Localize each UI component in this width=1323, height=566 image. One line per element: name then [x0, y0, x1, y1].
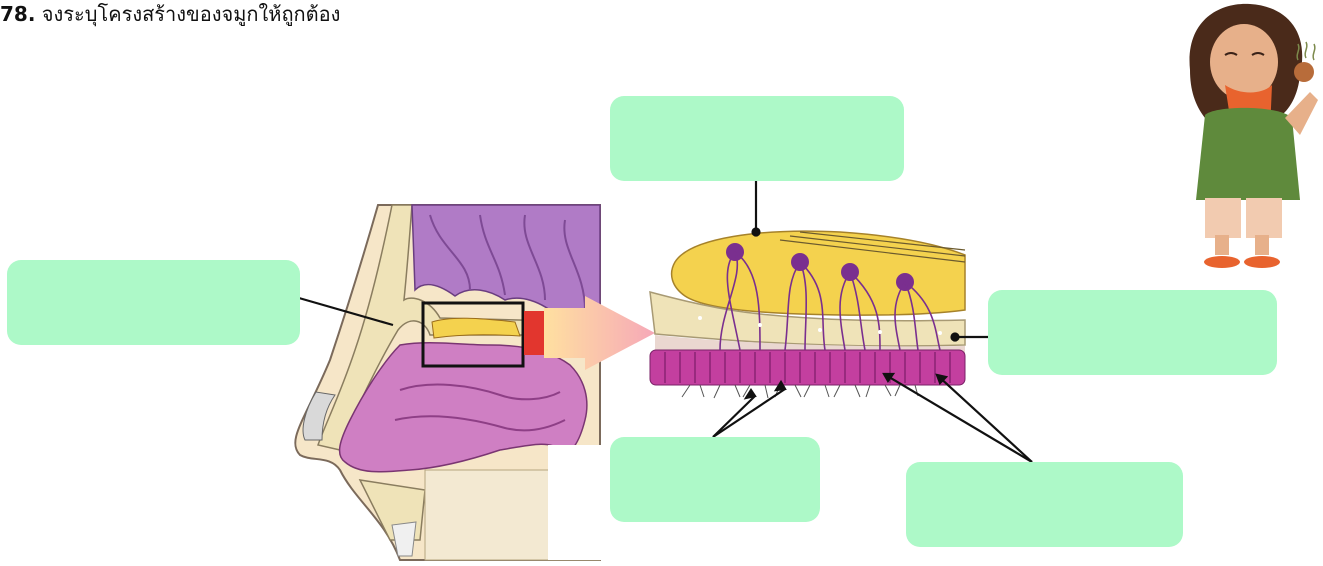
epithelium-layer — [650, 350, 965, 385]
head-cross-section — [295, 205, 603, 560]
leader-line-bottom-right-b — [937, 375, 1032, 462]
answer-box-right[interactable] — [988, 290, 1277, 375]
answer-box-top-center[interactable] — [610, 96, 904, 181]
leader-line-bottom-center-a — [713, 396, 755, 437]
answer-box-bottom-center[interactable] — [610, 437, 820, 522]
answer-box-bottom-right[interactable] — [906, 462, 1183, 547]
olfactory-bulb — [672, 231, 965, 315]
person-smelling-illustration — [1190, 4, 1318, 268]
leader-line-bottom-right-a — [884, 374, 1032, 462]
answer-box-left[interactable] — [7, 260, 300, 345]
olfactory-detail — [650, 231, 965, 398]
